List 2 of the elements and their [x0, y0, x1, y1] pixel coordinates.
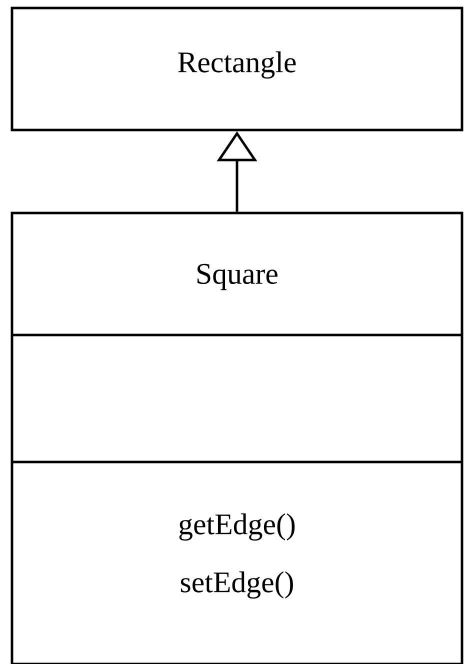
class-box: Square getEdge() setEdge() [10, 212, 464, 664]
class-box: Rectangle [10, 6, 464, 132]
